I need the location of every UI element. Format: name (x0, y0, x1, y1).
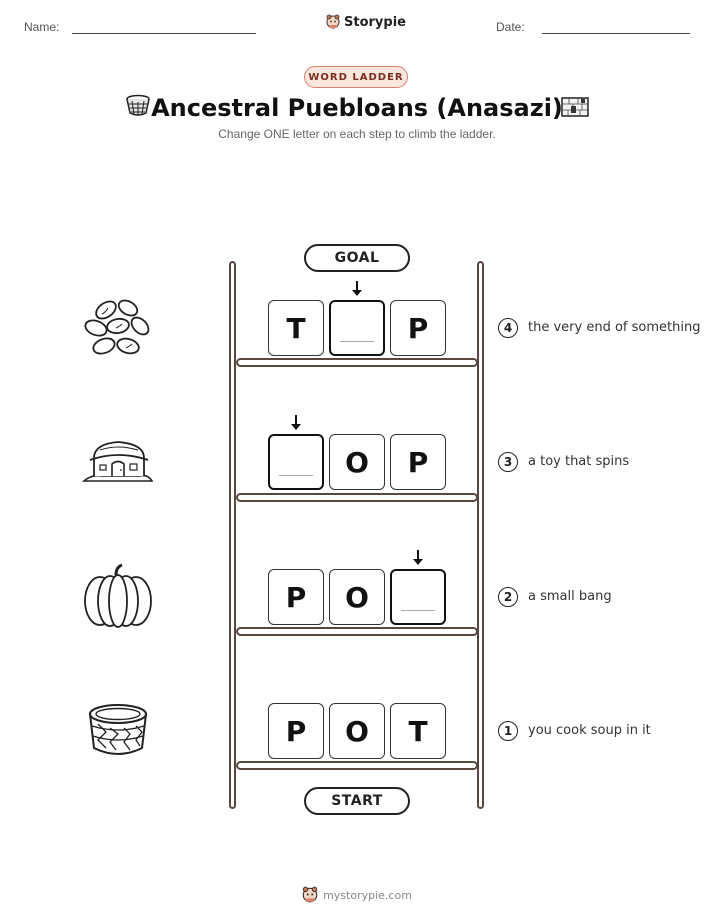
word-ladder-badge: WORD LADDER (304, 66, 408, 88)
name-label: Name: (24, 20, 60, 34)
clue-text: you cook soup in it (528, 723, 651, 738)
page-subtitle: Change ONE letter on each step to climb … (218, 127, 496, 141)
storypie-mascot-icon (326, 14, 340, 29)
name-line[interactable] (72, 33, 256, 34)
storypie-mascot-icon (302, 886, 318, 903)
clue-text: the very end of something (528, 320, 701, 335)
arrow-down-icon (413, 550, 423, 565)
blank-letter-tile[interactable] (268, 434, 324, 490)
letter-tile: O (329, 703, 385, 759)
cliff-dwelling-title-icon (561, 97, 589, 117)
ladder-rung (236, 358, 478, 367)
arrow-down-icon (352, 281, 362, 296)
basket-title-icon (126, 94, 150, 116)
letter-tile: P (268, 703, 324, 759)
footer-url[interactable]: mystorypie.com (323, 888, 412, 902)
letter-tile: O (329, 434, 385, 490)
goal-label: GOAL (304, 244, 410, 272)
clue-text: a toy that spins (528, 454, 630, 469)
letter-tile: P (390, 434, 446, 490)
ladder-left-rail (229, 261, 236, 809)
pueblo-house-icon (82, 441, 154, 482)
arrow-down-icon (291, 415, 301, 430)
date-label: Date: (496, 20, 525, 34)
step-number: 4 (498, 318, 518, 338)
step-number: 1 (498, 721, 518, 741)
start-label: START (304, 787, 410, 815)
beans-icon (84, 299, 150, 355)
letter-tile: O (329, 569, 385, 625)
clue-text: a small bang (528, 589, 612, 604)
step-number: 3 (498, 452, 518, 472)
ladder-rung (236, 493, 478, 502)
date-line[interactable] (542, 33, 690, 34)
pumpkin-icon (84, 563, 152, 628)
letter-tile: P (268, 569, 324, 625)
brand-logo: Storypie (326, 14, 406, 30)
letter-tile: T (390, 703, 446, 759)
blank-letter-tile[interactable] (390, 569, 446, 625)
ladder-rung (236, 627, 478, 636)
footer: mystorypie.com (0, 886, 714, 904)
brand-name: Storypie (344, 14, 406, 30)
basket-icon (89, 704, 147, 755)
ladder-right-rail (477, 261, 484, 809)
page-title: Ancestral Puebloans (Anasazi) (151, 94, 563, 122)
letter-tile: T (268, 300, 324, 356)
letter-tile: P (390, 300, 446, 356)
step-number: 2 (498, 587, 518, 607)
ladder-rung (236, 761, 478, 770)
blank-letter-tile[interactable] (329, 300, 385, 356)
